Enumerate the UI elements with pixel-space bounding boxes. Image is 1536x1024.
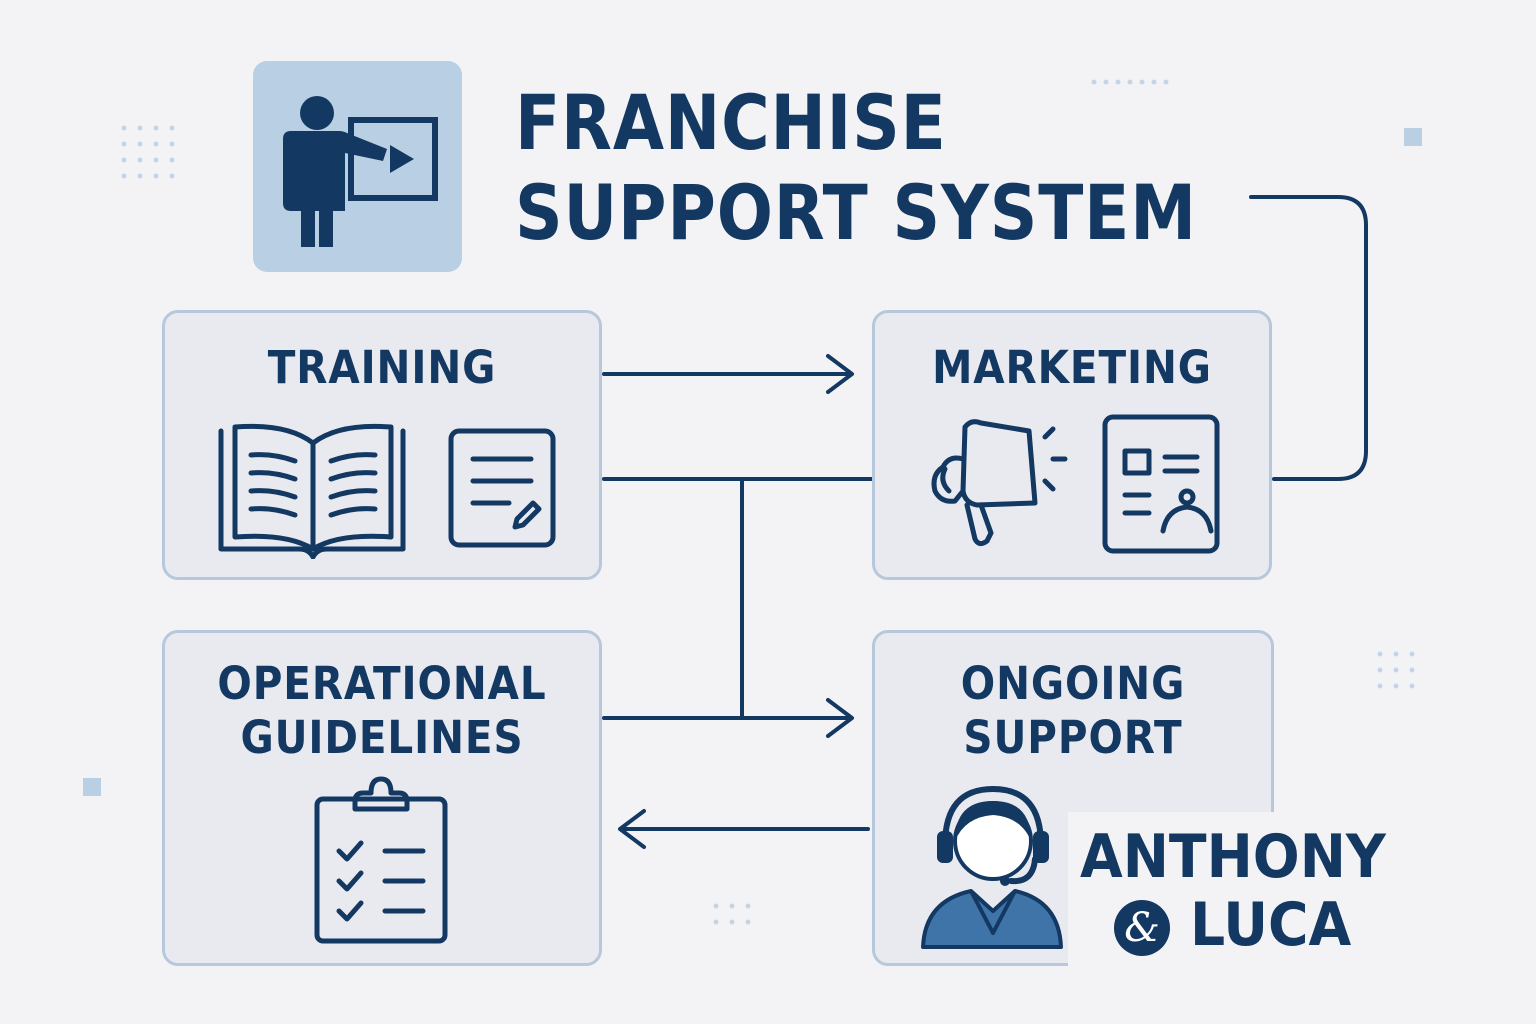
marketing-title: MARKETING bbox=[932, 341, 1212, 394]
megaphone-icon bbox=[931, 419, 1068, 547]
presenter-icon-tile bbox=[253, 61, 462, 272]
brand-line-2: LUCA bbox=[1190, 890, 1352, 960]
training-title: TRAINING bbox=[267, 341, 497, 394]
operational-guidelines-card: OPERATIONAL GUIDELINES bbox=[162, 630, 602, 966]
title-line-2: SUPPORT SYSTEM bbox=[515, 168, 1197, 257]
clipboard-icon bbox=[314, 776, 448, 944]
decor-square-left bbox=[83, 778, 101, 796]
ampersand-badge: & bbox=[1114, 900, 1170, 956]
dot-grid-bottom bbox=[708, 898, 760, 928]
dot-grid-top-right bbox=[1088, 76, 1174, 90]
profile-doc-icon bbox=[1102, 414, 1220, 554]
headset-agent-icon bbox=[921, 785, 1063, 949]
ongoing-support-title: ONGOING SUPPORT bbox=[960, 657, 1186, 764]
arrow-training-to-marketing bbox=[602, 354, 854, 394]
brand-watermark: ANTHONY & LUCA bbox=[1068, 812, 1448, 972]
notes-icon bbox=[448, 428, 556, 548]
presenter-icon bbox=[283, 96, 438, 247]
diagram-title: FRANCHISE SUPPORT SYSTEM bbox=[515, 78, 1197, 258]
title-line-1: FRANCHISE bbox=[515, 78, 947, 167]
link-title-to-marketing bbox=[1249, 195, 1368, 481]
arrow-guidelines-to-ongoing bbox=[602, 698, 854, 738]
decor-square-right bbox=[1404, 128, 1422, 146]
marketing-card: MARKETING bbox=[872, 310, 1272, 580]
arrow-ongoing-to-guidelines bbox=[618, 809, 870, 849]
book-icon bbox=[218, 423, 406, 559]
dot-grid-right bbox=[1372, 646, 1420, 690]
training-card: TRAINING bbox=[162, 310, 602, 580]
dot-grid-top-left bbox=[116, 120, 186, 188]
brand-line-1: ANTHONY bbox=[1080, 822, 1386, 892]
operational-guidelines-title: OPERATIONAL GUIDELINES bbox=[217, 657, 547, 764]
